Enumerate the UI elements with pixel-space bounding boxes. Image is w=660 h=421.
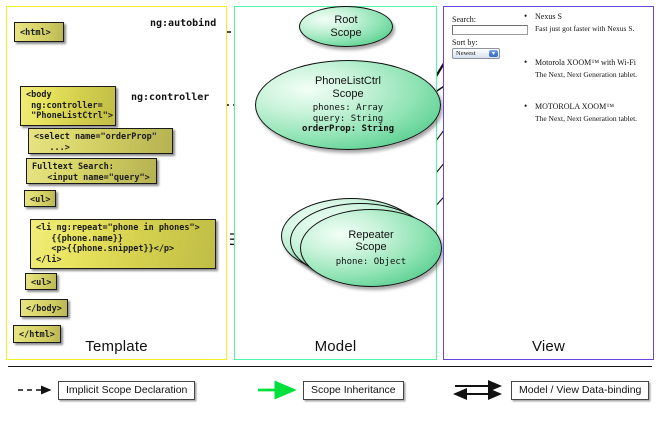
scope-phonelistctrl-props-orderprop: orderProp: String	[301, 124, 395, 135]
edge-label-ng-autobind: ng:autobind	[150, 18, 217, 29]
template-box-fulltext-search: Fulltext Search: <input name="query">	[26, 158, 157, 184]
template-box-body-open: <body ng:controller= "PhoneListCtrl">	[20, 86, 116, 126]
bullet-icon: •	[524, 11, 528, 21]
search-label: Search:	[452, 15, 476, 24]
edge-label-ng-controller: ng:controller	[131, 92, 210, 103]
phone-list-item-1[interactable]: • Nexus S Fast just got faster with Nexu…	[524, 12, 650, 38]
column-label-view: View	[531, 338, 566, 355]
scope-phonelistctrl: PhoneListCtrl Scope phones: Array query:…	[255, 60, 441, 150]
column-label-template: Template	[85, 338, 148, 355]
scope-phonelistctrl-props: phones: Array query: String	[312, 103, 384, 124]
legend-item-implicit-scope-declaration: Implicit Scope Declaration	[58, 381, 196, 400]
template-box-li-repeat: <li ng:repeat="phone in phones"> {{phone…	[30, 219, 216, 269]
legend-item-model-view-databinding: Model / View Data-binding	[511, 381, 650, 400]
scope-repeater-props: phone: Object	[335, 256, 407, 267]
template-box-html-close: </html>	[13, 325, 61, 343]
column-model: Model	[234, 6, 437, 360]
chevron-down-icon[interactable]: ▾	[489, 50, 498, 57]
phone-name: Motorola XOOM™ with Wi-Fi	[535, 58, 636, 67]
phone-name: Nexus S	[535, 12, 562, 21]
scope-root-title: Root Scope	[330, 14, 362, 39]
template-box-ul-close: <ul>	[25, 273, 57, 290]
column-view: View	[443, 6, 654, 360]
legend: Implicit Scope Declaration Scope Inherit…	[0, 366, 660, 421]
template-box-select: <select name="orderProp" ...>	[28, 128, 173, 154]
scope-root: Root Scope	[299, 6, 393, 47]
sort-select[interactable]: Newest ▾	[452, 48, 500, 59]
sort-label: Sort by:	[452, 38, 478, 47]
column-label-model: Model	[314, 338, 357, 355]
phone-list-item-2[interactable]: • Motorola XOOM™ with Wi-Fi The Next, Ne…	[524, 58, 650, 84]
legend-divider	[8, 366, 652, 367]
scope-phonelistctrl-title: PhoneListCtrl Scope	[314, 75, 382, 100]
template-box-ul-open: <ul>	[24, 190, 56, 207]
bullet-icon: •	[524, 57, 528, 67]
legend-item-scope-inheritance: Scope Inheritance	[303, 381, 404, 400]
phone-snippet: Fast just got faster with Nexus S.	[535, 24, 635, 33]
legend-glyph-layer	[18, 380, 502, 400]
phone-snippet: The Next, Next Generation tablet.	[535, 114, 638, 123]
phone-list-item-3[interactable]: • MOTOROLA XOOM™ The Next, Next Generati…	[524, 102, 650, 128]
bullet-icon: •	[524, 101, 528, 111]
sort-select-value: Newest	[456, 50, 476, 57]
search-input[interactable]	[452, 25, 528, 35]
template-box-html-open: <html>	[14, 22, 64, 42]
phone-snippet: The Next, Next Generation tablet.	[535, 70, 638, 79]
template-box-body-close: </body>	[20, 299, 68, 317]
scope-repeater: Repeater Scope phone: Object	[300, 209, 442, 287]
scope-repeater-title: Repeater Scope	[348, 228, 394, 254]
phone-name: MOTOROLA XOOM™	[535, 102, 615, 111]
